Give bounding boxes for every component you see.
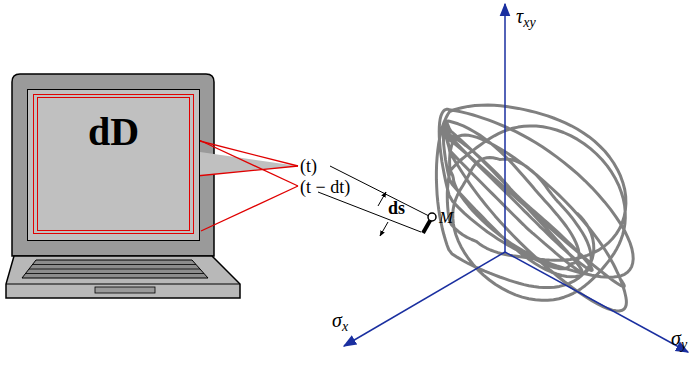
laptop-lid [12, 74, 214, 256]
stress-path [436, 105, 633, 311]
laptop-screen: dD [27, 89, 200, 241]
axis-label: τxy [516, 6, 536, 30]
dimension-label: ds [388, 199, 405, 217]
axis-label: σy [671, 328, 687, 352]
point-m [428, 213, 436, 221]
keyboard [22, 260, 208, 278]
laptop-base [6, 256, 240, 298]
time-label: (t) [300, 157, 317, 175]
axis-label: σx [332, 310, 348, 334]
screen-label: dD [88, 112, 139, 152]
point-label: M [439, 209, 453, 226]
touchpad [95, 287, 155, 293]
time-label: (t − dt) [300, 178, 350, 196]
leader-line [318, 192, 421, 232]
tau-axis [504, 4, 506, 252]
sigma-x-axis [344, 252, 505, 346]
sigma-y-axis [505, 252, 688, 352]
